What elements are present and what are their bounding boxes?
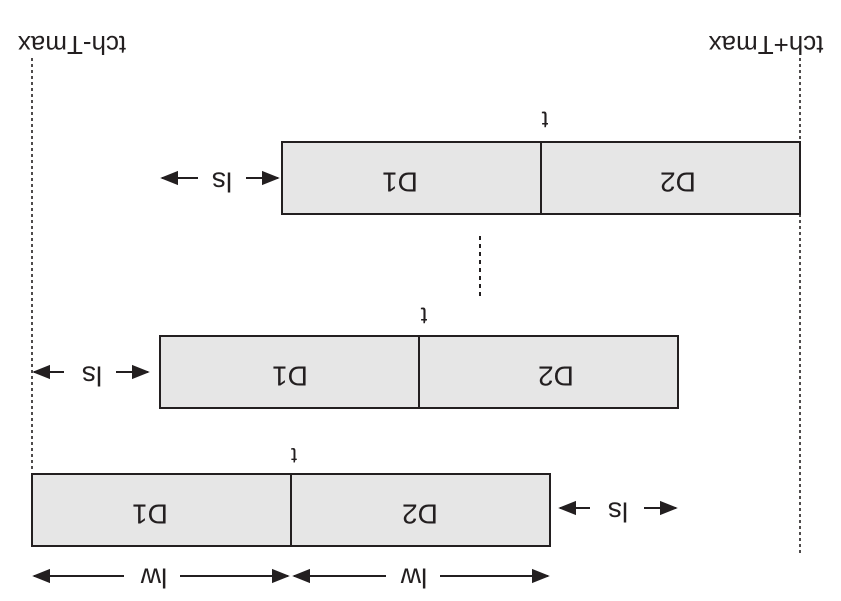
- bottom-d1-label: D1: [132, 499, 168, 530]
- right-bound-label: tch+Tmax: [709, 30, 824, 60]
- middle-shift-label: ls: [82, 361, 102, 392]
- top-row: D1 D2 t ls: [160, 106, 801, 215]
- top-d2-label: D2: [660, 167, 696, 198]
- middle-d1-label: D1: [272, 361, 308, 392]
- middle-center-label: t: [420, 302, 427, 329]
- middle-row: D1 D2 t ls: [32, 302, 679, 409]
- bottom-row: D1 D2 t ls: [31, 443, 678, 547]
- top-d1-label: D1: [382, 167, 418, 198]
- left-bound-label: tch-Tmax: [18, 30, 126, 60]
- bottom-center-label: t: [291, 443, 297, 468]
- bottom-d2-label: D2: [402, 499, 438, 530]
- top-center-label: t: [541, 106, 548, 133]
- lw2-label: lw: [400, 563, 427, 594]
- middle-d2-label: D2: [538, 361, 574, 392]
- window-length-dimensions: lw lw: [32, 563, 550, 594]
- right-bound-label-group: tch+Tmax: [709, 30, 824, 60]
- bottom-shift-label: ls: [608, 497, 628, 528]
- lw1-label: lw: [140, 563, 167, 594]
- left-bound-label-group: tch-Tmax: [18, 30, 126, 60]
- top-shift-label: ls: [212, 167, 232, 198]
